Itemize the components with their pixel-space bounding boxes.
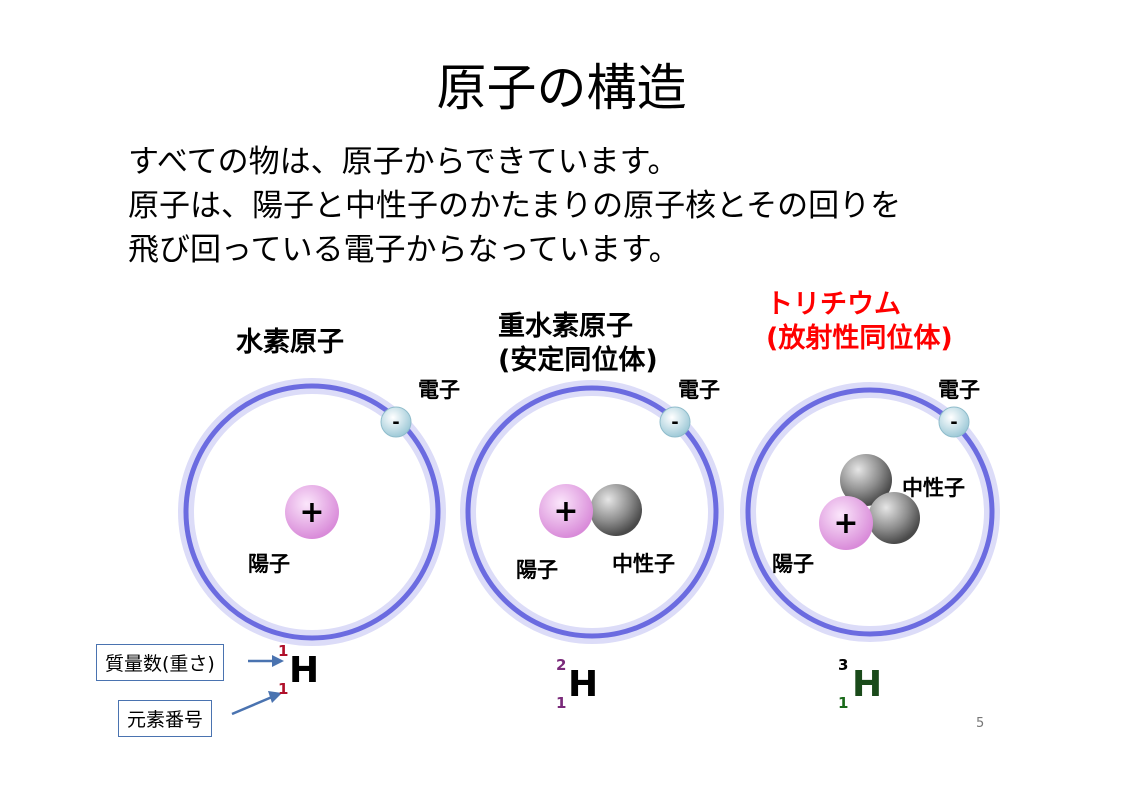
electron-symbol: - xyxy=(392,412,399,433)
isotope-notation-hydrogen: 1 1 H xyxy=(278,640,338,710)
atom-title-tritium: トリチウム (放射性同位体) xyxy=(766,288,953,356)
mass-number: 1 xyxy=(278,642,289,660)
title-line: 水素原子 xyxy=(236,327,344,358)
neutron xyxy=(840,454,892,506)
arrowhead xyxy=(272,655,284,667)
title-line: トリチウム xyxy=(766,289,901,320)
orbit xyxy=(183,383,441,641)
orbit xyxy=(465,385,719,639)
proton-symbol: + xyxy=(553,494,578,529)
proton-label: 陽子 xyxy=(248,552,290,576)
atomic-number: 1 xyxy=(278,680,289,698)
neutron-label: 中性子 xyxy=(902,476,965,500)
orbit xyxy=(745,387,995,637)
element-symbol: H xyxy=(568,664,599,705)
arrowhead xyxy=(268,691,282,703)
electron-symbol: - xyxy=(671,412,678,433)
electron xyxy=(380,406,412,438)
neutron xyxy=(868,492,920,544)
electron-label: 電子 xyxy=(938,378,980,402)
isotope-notation-tritium: 3 1 H xyxy=(838,656,898,726)
neutron-label: 中性子 xyxy=(612,552,675,576)
atom-tritium: + - xyxy=(740,382,1000,642)
title-line: (放射性同位体) xyxy=(766,323,953,354)
slide-title: 原子の構造 xyxy=(436,59,687,117)
neutron xyxy=(590,484,642,536)
atom-hydrogen: + - xyxy=(178,378,446,646)
intro-line: すべての物は、原子からできています。 xyxy=(128,144,679,180)
electron-label: 電子 xyxy=(678,378,720,402)
element-symbol: H xyxy=(852,664,883,705)
isotope-notation-deuterium: 2 1 H xyxy=(556,656,616,726)
intro-line: 飛び回っている電子からなっています。 xyxy=(128,232,680,268)
electron-symbol: - xyxy=(950,412,957,433)
arrow-atomic-number xyxy=(231,695,273,716)
mass-number: 2 xyxy=(556,656,567,674)
proton-symbol: + xyxy=(833,506,858,541)
title-line: (安定同位体) xyxy=(498,345,658,376)
proton xyxy=(819,496,873,550)
legend-arrows xyxy=(231,655,284,716)
electron xyxy=(659,406,691,438)
atom-deuterium: + - xyxy=(460,380,724,644)
proton-label: 陽子 xyxy=(772,552,814,576)
element-symbol: H xyxy=(289,650,320,691)
proton xyxy=(539,484,593,538)
proton-symbol: + xyxy=(299,495,324,530)
atomic-number-box: 元素番号 xyxy=(118,700,213,737)
atom-title-deuterium: 重水素原子 (安定同位体) xyxy=(498,310,658,378)
electron-label: 電子 xyxy=(418,378,460,402)
mass-number: 3 xyxy=(838,656,849,674)
intro-text: すべての物は、原子からできています。 原子は、陽子と中性子のかたまりの原子核とそ… xyxy=(128,140,901,272)
intro-line: 原子は、陽子と中性子のかたまりの原子核とその回りを xyxy=(128,188,902,224)
page-number: 5 xyxy=(976,716,985,731)
atom-title-hydrogen: 水素原子 xyxy=(236,326,344,360)
electron xyxy=(938,406,970,438)
title-line: 重水素原子 xyxy=(498,311,633,342)
mass-number-box: 質量数(重さ) xyxy=(96,644,224,681)
atomic-number: 1 xyxy=(556,694,567,712)
proton xyxy=(285,485,339,539)
proton-label: 陽子 xyxy=(516,558,558,582)
atomic-number: 1 xyxy=(838,694,849,712)
